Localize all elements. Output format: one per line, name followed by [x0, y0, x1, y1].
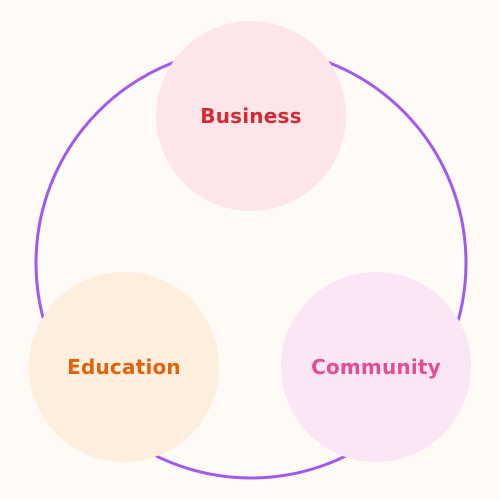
- community-node-label: Community: [311, 355, 441, 379]
- education-node-label: Education: [67, 355, 181, 379]
- business-node-label: Business: [200, 104, 302, 128]
- community-node: Community: [281, 272, 471, 462]
- education-node: Education: [29, 272, 219, 462]
- business-node: Business: [156, 21, 346, 211]
